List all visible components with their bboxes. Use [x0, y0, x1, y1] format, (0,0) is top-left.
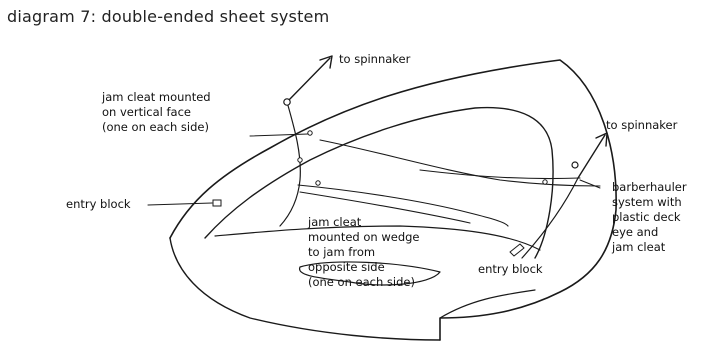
entry-block-right-shape [509, 243, 525, 257]
cleat-vertical-b [297, 157, 303, 163]
barberhauler-line [419, 169, 581, 180]
label-jam-cleat-wedge-line-3: to jam from [308, 245, 376, 259]
label-jam-cleat-vertical: jam cleat mounted on vertical face (one … [102, 90, 211, 135]
label-barberhauler-line-2: system with [612, 195, 682, 209]
label-jam-cleat-wedge-line-4: opposite side [308, 260, 385, 274]
thwart-line-2 [299, 191, 471, 224]
block-top [283, 98, 291, 106]
arrow-head-right [595, 132, 608, 147]
label-jam-cleat-vertical-line-3: (one on each side) [102, 120, 209, 134]
cleat-vertical-a [307, 130, 313, 136]
cockpit-rim [204, 106, 554, 259]
leader-entry-left [147, 202, 213, 206]
label-barberhauler-line-1: barberhauler [612, 180, 687, 194]
hull-outline [169, 59, 617, 341]
eye-right-2 [542, 179, 548, 185]
label-barberhauler-line-4: eye and [612, 225, 659, 239]
hull-bottom-curve [439, 289, 536, 319]
sheet-line-top [286, 57, 331, 103]
sheet-run-right [521, 177, 579, 259]
arrow-head-top [319, 55, 333, 69]
seat-line [214, 225, 541, 251]
label-to-spinnaker-right: to spinnaker [606, 118, 678, 132]
entry-block-left-shape [212, 199, 222, 207]
sheet-run-top [279, 101, 301, 227]
leader-jam-vertical [249, 133, 309, 137]
thwart-line-1 [297, 184, 509, 227]
label-jam-cleat-wedge-line-1: jam cleat [308, 215, 362, 229]
label-to-spinnaker-top: to spinnaker [339, 52, 411, 66]
label-jam-cleat-wedge: jam cleat mounted on wedge to jam from o… [308, 215, 420, 290]
eye-right [571, 161, 579, 169]
hull-side [169, 237, 441, 341]
label-barberhauler: barberhauler system with plastic deck ey… [612, 180, 687, 255]
label-jam-cleat-vertical-line-1: jam cleat mounted [102, 90, 211, 104]
deck-seam [319, 139, 601, 187]
diagram-title: diagram 7: double-ended sheet system [7, 7, 330, 26]
leader-barberhauler [579, 179, 601, 189]
label-jam-cleat-wedge-line-5: (one on each side) [308, 275, 415, 289]
cleat-wedge [315, 180, 321, 186]
label-jam-cleat-wedge-line-2: mounted on wedge [308, 230, 420, 244]
label-entry-block-left: entry block [66, 197, 131, 211]
label-entry-block-right: entry block [478, 262, 543, 276]
centreboard-slot [299, 261, 441, 286]
sheet-line-right [577, 134, 606, 179]
label-jam-cleat-vertical-line-2: on vertical face [102, 105, 192, 119]
label-barberhauler-line-5: jam cleat [612, 240, 666, 254]
label-barberhauler-line-3: plastic deck [612, 210, 681, 224]
